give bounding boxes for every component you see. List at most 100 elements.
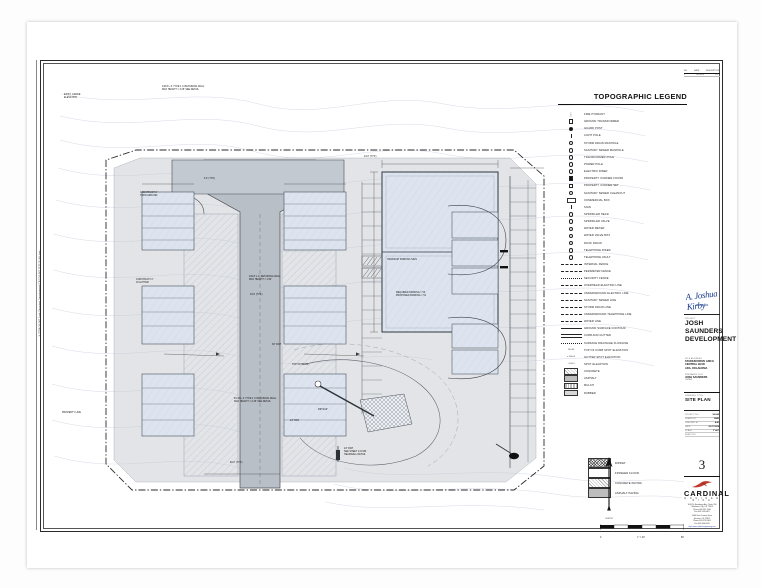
site-address-line1: STADIUM DRIVE AND E CENTRAL BLVD: [685, 360, 714, 367]
se-curb-radius: [447, 316, 507, 380]
line-underground-electric-icon: [560, 292, 582, 294]
legend-item-sanitary-sewer-cleanout: SANITARY SEWER CLEANOUT: [558, 190, 688, 197]
hatch-concrete-icon: [564, 368, 578, 375]
sheet-number: 3: [698, 457, 706, 472]
legend-item-guard-post: GUARD POST: [558, 125, 688, 132]
north-arrow-label: NORTH: [605, 518, 613, 520]
legend-item-electric-riser: ELECTRIC RISER: [558, 168, 688, 175]
legend-item-line-overhead-electric: OVERHEAD ELECTRIC LINE: [558, 282, 688, 289]
revisions-col-no: NO.: [684, 70, 688, 72]
sprinkler-valve-icon: [568, 219, 574, 224]
ne-curb-radius: [447, 205, 507, 276]
hatch-asphalt-paving-icon: [588, 488, 611, 498]
handicap-stalls: [361, 255, 383, 279]
scale-bar: 0 1" = 40' 80': [599, 519, 685, 539]
site-plan-drawing: 146.8 L.F. TYPE 1 C RETAINING WALL MAX H…: [44, 64, 717, 526]
legend-item-property-corner-set: PROPERTY CORNER SET: [558, 182, 688, 189]
water-valve-box-icon: [568, 233, 574, 239]
east-parking-aisle: [509, 176, 536, 468]
roof-drain-icon: [568, 240, 574, 246]
electric-riser-icon: [568, 169, 574, 174]
annotation-dim-typ-3: 24.0' (TYP.): [364, 156, 377, 158]
scale-right-label: 80': [681, 537, 684, 539]
revision-row: 1 06.2024 CITY: [684, 74, 720, 78]
legend-item-line-chain: PERIMETER FENCE: [558, 268, 688, 275]
site-address-line2: ADA, OKLAHOMA: [685, 366, 708, 370]
legend-item-roof-drain: ROOF DRAIN: [558, 240, 688, 247]
northeast-pad-cluster: [451, 211, 499, 295]
annotation-headwall: 24" RCP SEE SHEET 14 FOR HEADWALL DETAIL: [344, 448, 367, 456]
sprinkler-head-icon: [568, 212, 574, 217]
legend-item-hatch-rubber: RUBBER: [558, 389, 688, 397]
meta-row: PROJECT NO.24-042: [685, 414, 719, 418]
legend-item-line-dashdot: INTERNAL FENCE: [558, 261, 688, 268]
engineer-signature: A. Joshua Kirby: [684, 288, 718, 312]
hatch-asphalt-icon: [564, 375, 578, 383]
seal-date: 06-27-2024: [696, 304, 709, 307]
legend-item-line-curb-gutter: CURB AND GUTTER: [558, 332, 688, 339]
legend-item-property-corner-found: PROPERTY CORNER FOUND: [558, 175, 688, 182]
client-sub: OWNER: [685, 379, 693, 382]
legend-item-hatch-mulch: MULCH: [558, 382, 688, 390]
client-label: PREPARED FOR: [685, 374, 704, 376]
firm-logo-block: CARDINAL E N G I N E E R I N G 1010 N. B…: [684, 480, 729, 528]
southeast-pad-cluster: [451, 323, 499, 375]
building-pads-center: [283, 191, 347, 437]
meta-row: SHEET NO.: [685, 433, 719, 438]
outfall-structure: [314, 380, 322, 388]
legend-item-power-pole: POWER POLE: [558, 161, 688, 168]
guard-post-icon: [568, 126, 574, 132]
legend-item-water-valve-box: WATER VALVE BOX: [558, 232, 688, 239]
firm-website: http://www.cardinal-engineering.com: [688, 526, 716, 528]
parking-stall-lines: [142, 203, 346, 421]
line-underground-telephone-icon: [560, 314, 582, 315]
legend-item-line-sanitary-sewer: SANITARY SEWER LINE: [558, 297, 688, 304]
hatch-concrete-paving-icon: [588, 478, 611, 488]
legend-item-line-security: SECURITY FENCE: [558, 275, 688, 282]
annotation-top-of-berm: TOP OF BERM: [292, 364, 309, 366]
annotation-riprap: RIP RAP: [318, 409, 328, 411]
transformer-pole-icon: [568, 155, 574, 160]
revisions-col-desc: DESCRIPTION: [705, 70, 720, 72]
annotation-turn-around-1: CONSTRUCT 2' TURN AROUND: [140, 192, 158, 197]
telephone-vault-icon: [568, 255, 574, 260]
annotation-dim-typ-1: 9.0' (TYP.): [204, 178, 216, 180]
line-contour-icon: [560, 328, 582, 330]
revision-no: 1: [684, 74, 686, 77]
storm-drain-manhole-icon: [568, 140, 574, 146]
detention-pond: [293, 343, 459, 467]
line-water-icon: [560, 321, 582, 323]
annotation-retaining-wall-top: 146.8 L.F. TYPE 1 C RETAINING WALL MAX H…: [162, 86, 205, 91]
drive-entry-throat: [171, 159, 345, 195]
legend-item-ground-transformer: GROUND TRANSFORMER: [558, 118, 688, 125]
spot-elev-gutter-icon: x 100.00: [567, 356, 575, 359]
sanitary-sewer-manhole-icon: [568, 147, 574, 153]
sheet-border-outer: [40, 60, 723, 532]
material-legend-item-hatch-concrete-paving: CONCRETE PAVING: [588, 478, 688, 488]
legend-item-transformer-pole: TRANSFORMER POLE: [558, 154, 688, 161]
commercial-box-icon: [566, 197, 576, 203]
property-corner-found-icon: [568, 176, 574, 182]
dimension-lines: [142, 160, 544, 475]
legend-item-light-pole: LIGHT POLE: [558, 132, 688, 139]
drawing-title-label: DRAWING TITLE: [685, 395, 704, 397]
telephone-riser-icon: [568, 247, 574, 253]
title-rule-1: [684, 314, 720, 315]
legend-item-line-storm-drain: STORM DRAIN LINE: [558, 304, 688, 311]
hatch-mulch-icon: [564, 382, 578, 390]
legend-item-storm-drain-manhole: STORM DRAIN MANHOLE: [558, 140, 688, 147]
ne-markers: [500, 250, 508, 269]
annotation-parking-count: REQUIRED PARKING = 50 PROPOSED PARKING =…: [396, 292, 427, 297]
site-address-label: SITE ADDRESS: [685, 358, 702, 360]
legend-item-telephone-vault: TELEPHONE VAULT: [558, 254, 688, 261]
legend-item-fire-hydrant: ┆FIRE HYDRANT: [569, 111, 605, 117]
fire-hydrant-icon: ┆: [569, 111, 573, 117]
north-arrow: NORTH: [601, 455, 617, 520]
